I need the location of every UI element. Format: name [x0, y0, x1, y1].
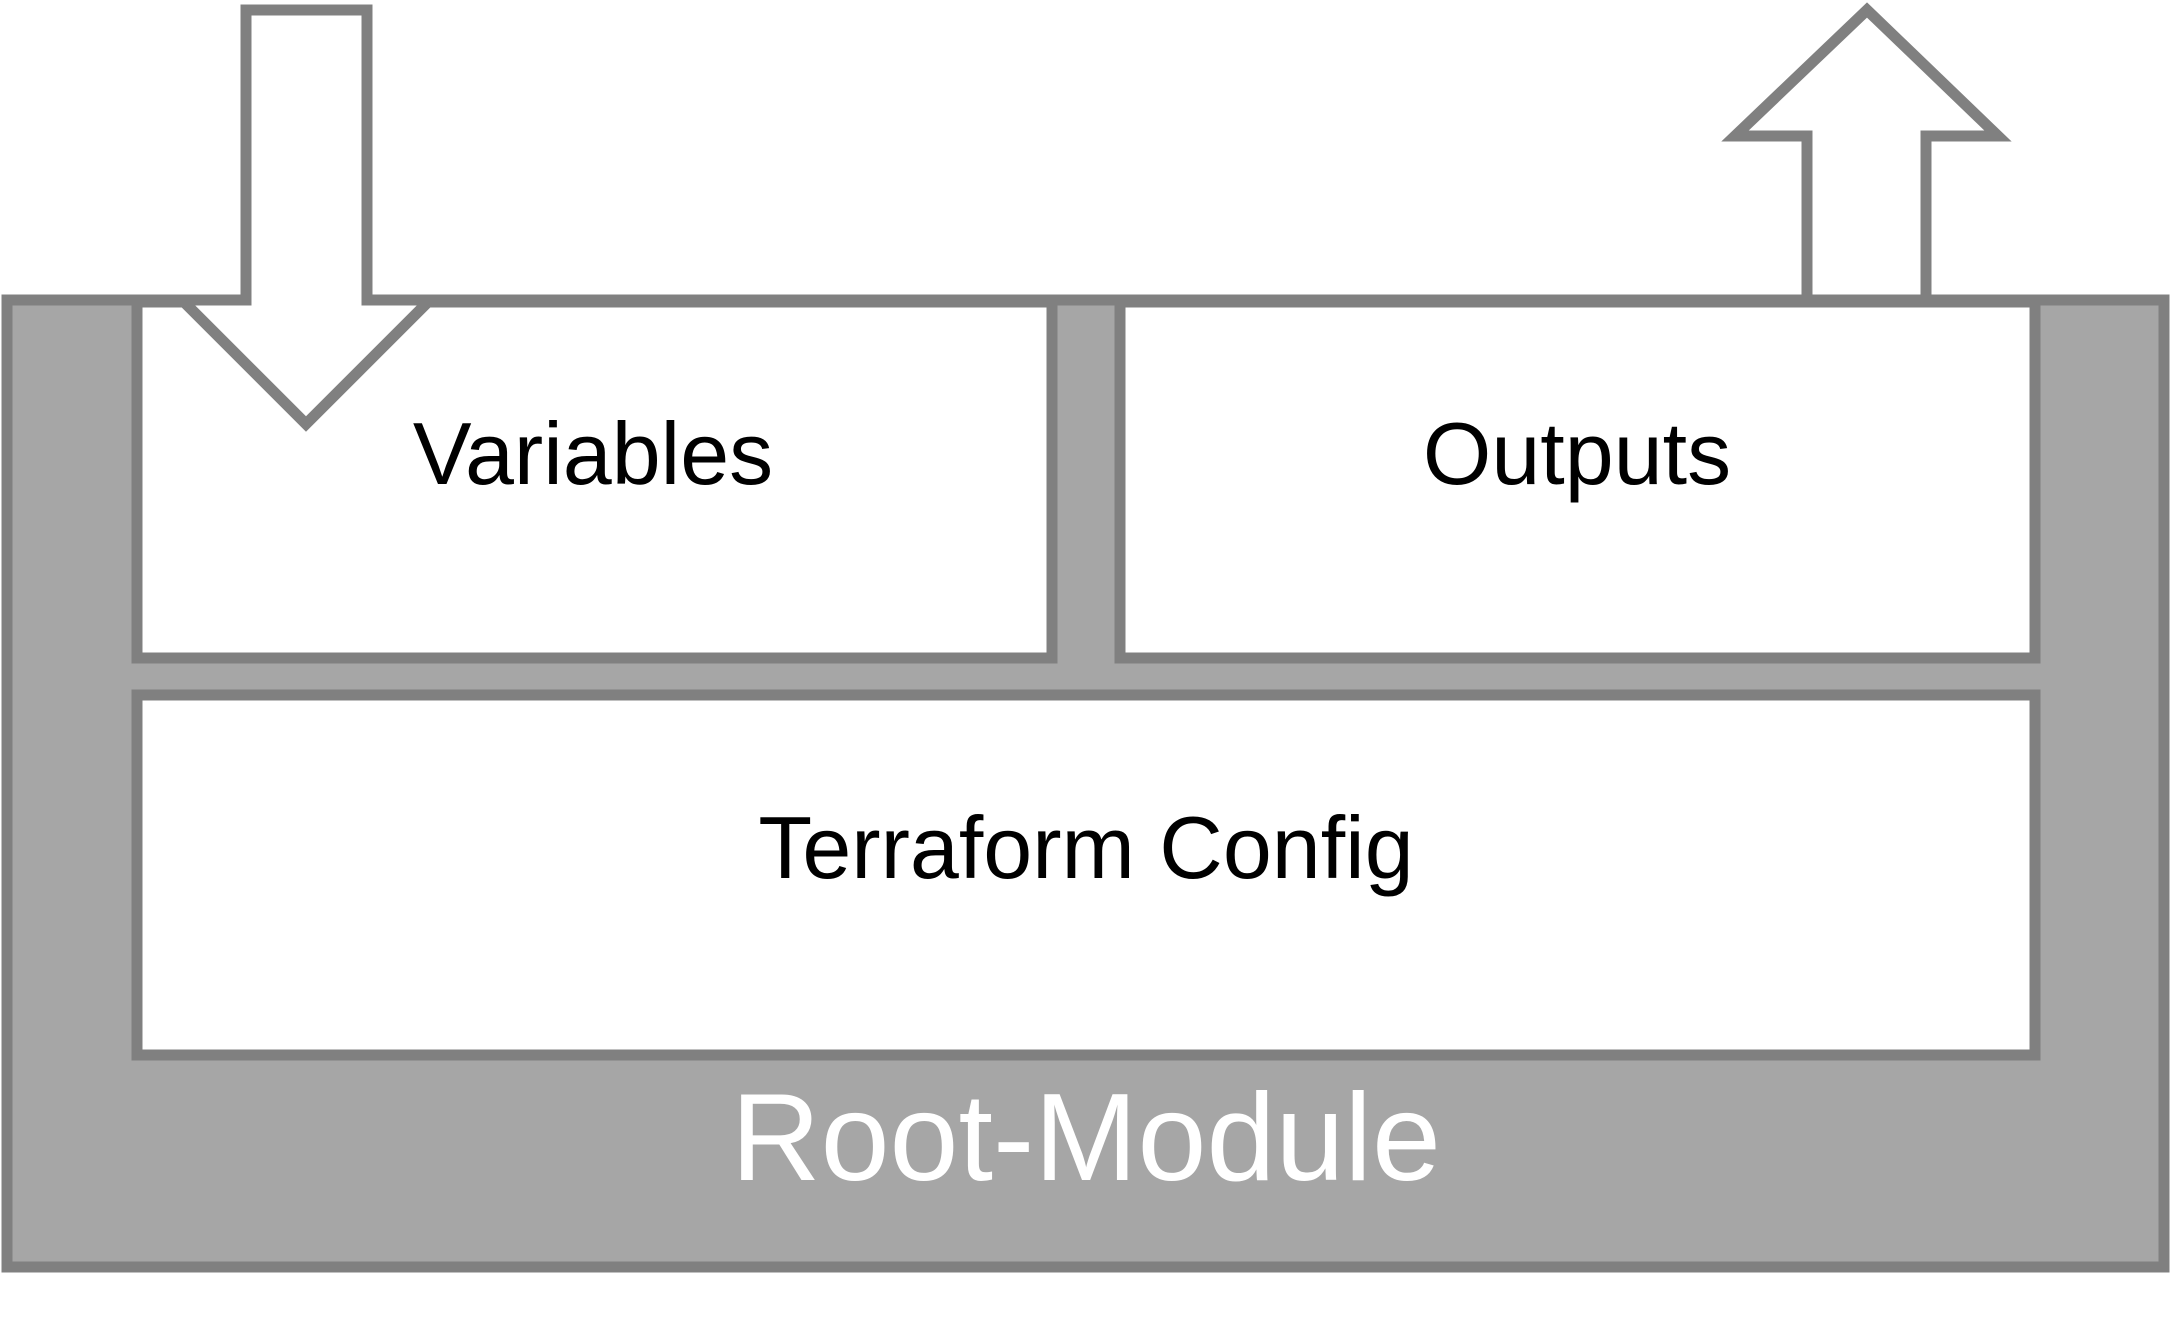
terraform-config-label: Terraform Config: [758, 798, 1413, 897]
arrow-up-icon: [1721, 2, 2012, 306]
variables-label: Variables: [413, 404, 773, 503]
outputs-box: [1114, 296, 2041, 664]
outputs-label: Outputs: [1423, 404, 1731, 503]
root-module-label: Root-Module: [731, 1069, 1441, 1207]
terraform-config-box: [131, 689, 2041, 1061]
arrow-down-icon: [168, 4, 444, 432]
